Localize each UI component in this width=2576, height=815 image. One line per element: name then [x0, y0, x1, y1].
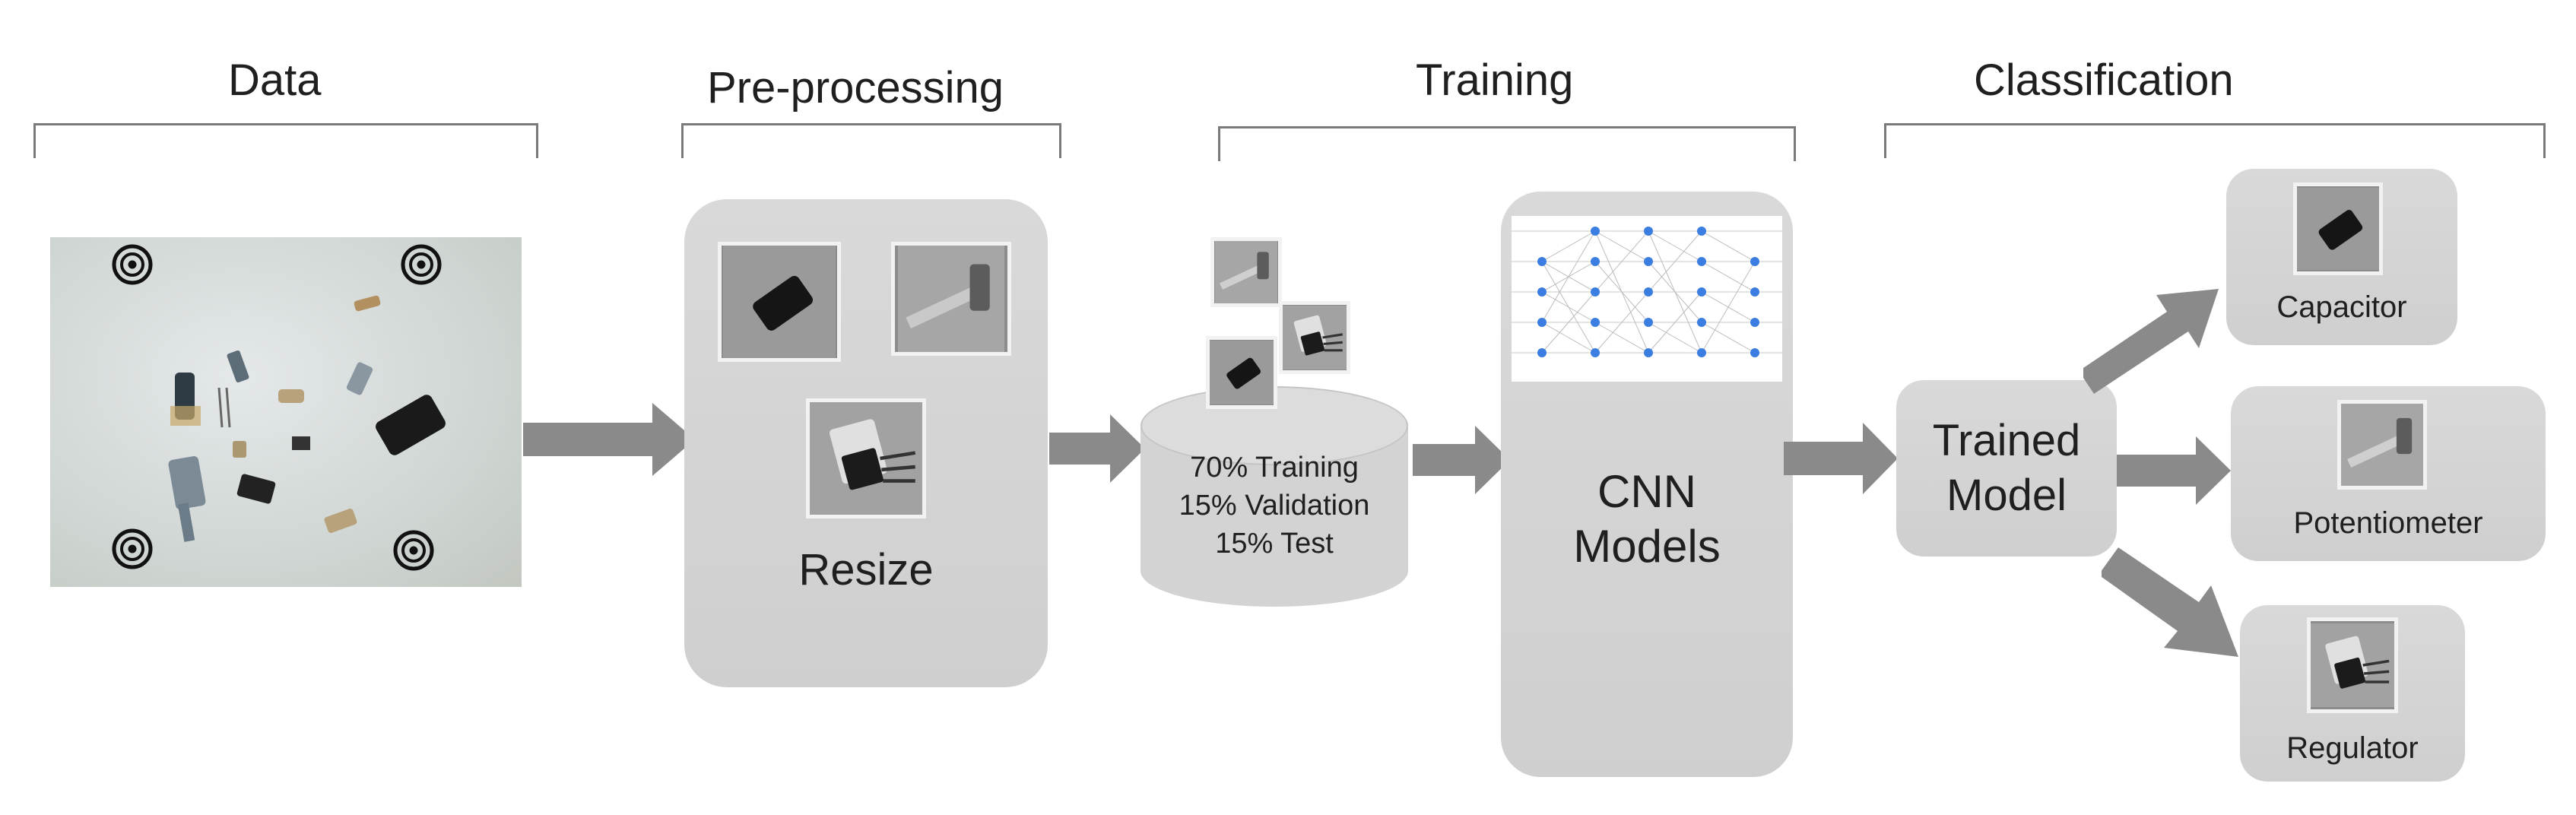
- class-thumb-regulator: [2307, 617, 2398, 713]
- split-thumb-potentiometer: [1210, 237, 1282, 307]
- split-training: 70% Training: [1190, 452, 1359, 484]
- stage-title-classification: Classification: [1974, 55, 2234, 105]
- arrow-preprocess-to-dataset: [1049, 414, 1145, 483]
- cnn-label-line2: Models: [1573, 521, 1721, 572]
- split-validation: 15% Validation: [1179, 490, 1370, 522]
- bracket-classification: [1884, 123, 2546, 158]
- resize-label: Resize: [798, 545, 934, 595]
- regulator-image-icon: [810, 402, 922, 515]
- arrow-to-capacitor: [2083, 289, 2219, 394]
- cnn-label-line1: CNN: [1597, 466, 1696, 517]
- target-icon: [112, 244, 442, 571]
- split-thumb-regulator: [1279, 301, 1350, 374]
- dataset-cylinder-bottom: [1140, 535, 1408, 607]
- potentiometer-label: Potentiometer: [2293, 506, 2483, 540]
- split-test: 15% Test: [1215, 528, 1334, 560]
- class-thumb-potentiometer: [2337, 400, 2427, 490]
- class-panel-capacitor: Capacitor: [2226, 169, 2457, 345]
- capacitor-image-icon: [1210, 341, 1274, 404]
- regulator-label: Regulator: [2286, 731, 2419, 765]
- trained-model-panel: Trained Model: [1896, 380, 2117, 557]
- neural-network-icon: [1512, 216, 1782, 382]
- sample-thumb-potentiometer: [891, 242, 1011, 356]
- trained-model-line1: Trained: [1932, 416, 2081, 465]
- dataset-photo-image: [112, 244, 446, 571]
- stage-title-training: Training: [1416, 55, 1574, 105]
- trained-model-line2: Model: [1946, 471, 2067, 520]
- capacitor-label: Capacitor: [2276, 290, 2407, 324]
- preprocess-panel: Resize: [684, 199, 1048, 687]
- bracket-data: [33, 123, 538, 158]
- dataset-photo: [50, 237, 522, 587]
- potentiometer-image-icon: [1215, 241, 1277, 303]
- class-thumb-capacitor: [2293, 182, 2383, 275]
- stage-title-data: Data: [228, 55, 322, 105]
- bracket-training: [1218, 126, 1796, 161]
- bracket-preprocessing: [681, 123, 1061, 158]
- arrow-to-regulator: [2102, 547, 2238, 657]
- sample-thumb-regulator: [806, 398, 926, 518]
- arrow-to-potentiometer: [2117, 436, 2231, 505]
- split-thumb-capacitor: [1206, 336, 1277, 409]
- stage-title-preprocessing: Pre-processing: [707, 63, 1004, 113]
- regulator-image-icon: [2311, 623, 2394, 707]
- sample-thumb-capacitor: [718, 242, 841, 362]
- cnn-panel: CNN Models: [1501, 192, 1793, 777]
- arrow-cnn-to-trained-model: [1784, 423, 1898, 494]
- arrow-data-to-preprocess: [523, 403, 695, 476]
- class-panel-potentiometer: Potentiometer: [2231, 386, 2546, 561]
- potentiometer-image-icon: [898, 246, 1004, 352]
- capacitor-image-icon: [2297, 188, 2379, 270]
- component-icons: [168, 295, 446, 542]
- potentiometer-image-icon: [2341, 404, 2423, 486]
- arrow-dataset-to-cnn: [1413, 426, 1510, 494]
- capacitor-image-icon: [723, 246, 836, 358]
- regulator-image-icon: [1283, 306, 1347, 369]
- class-panel-regulator: Regulator: [2240, 605, 2465, 782]
